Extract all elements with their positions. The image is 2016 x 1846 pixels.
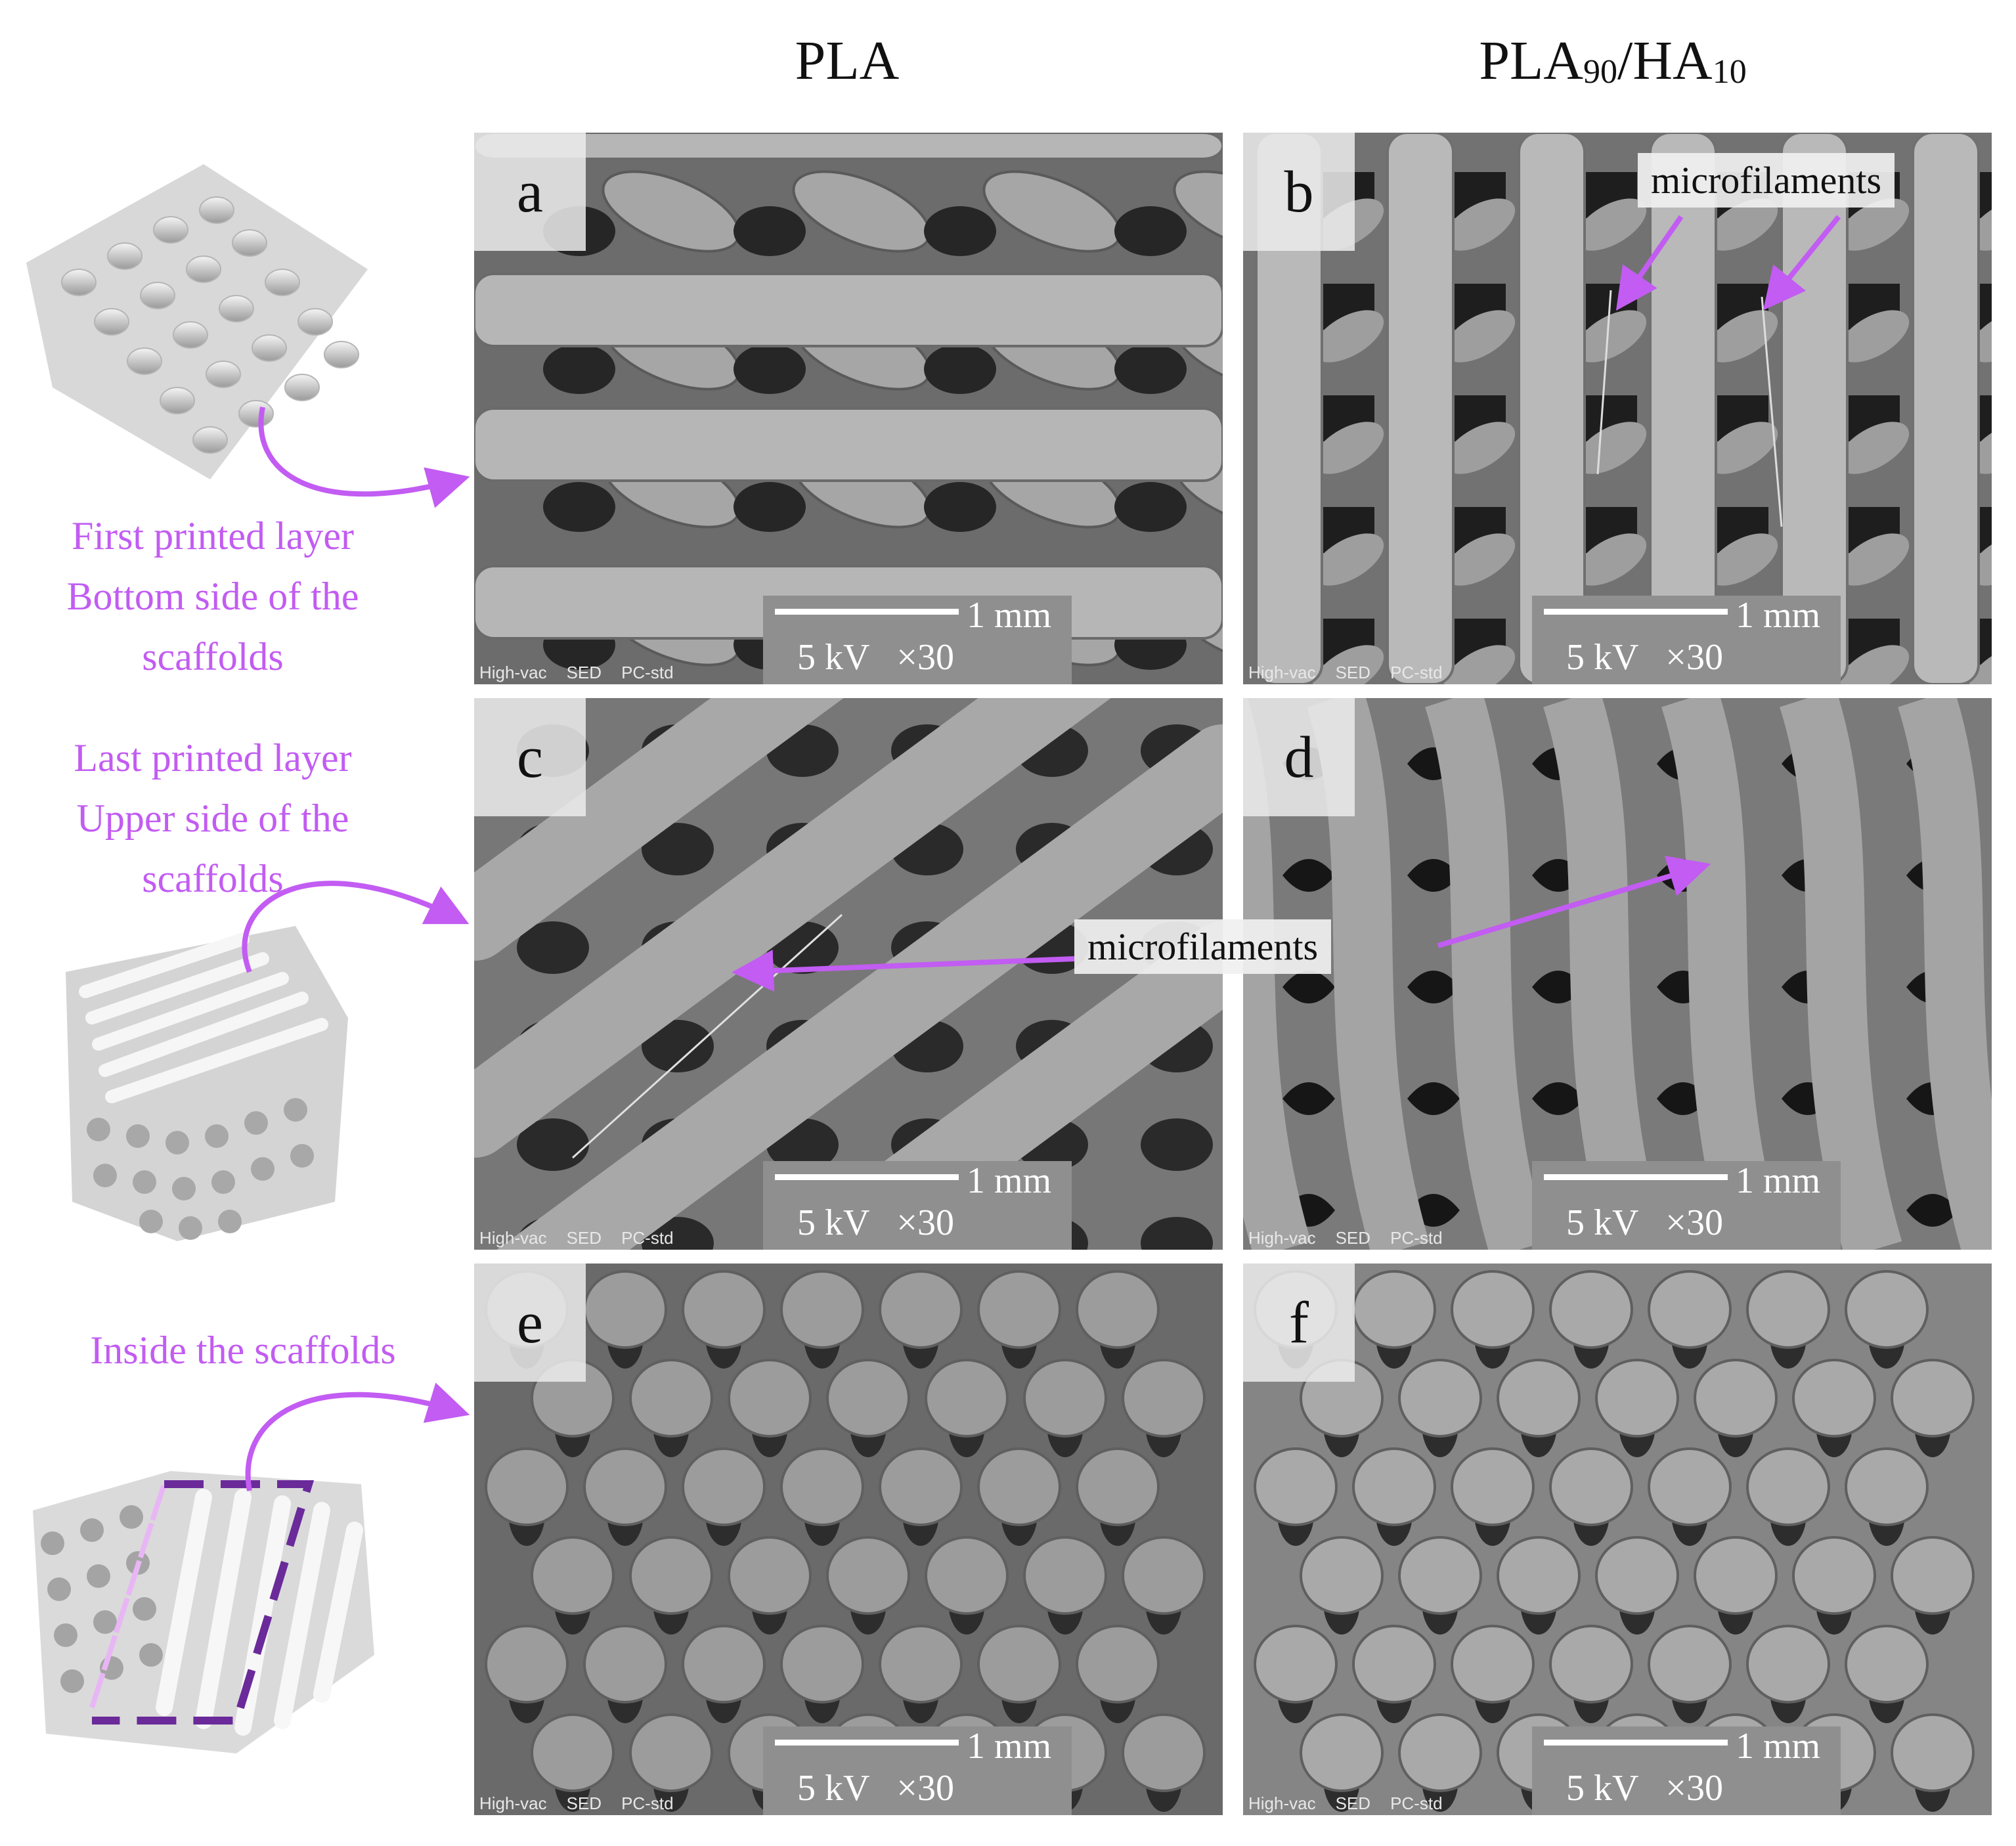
sem-meta-item: PC-std: [621, 1227, 674, 1248]
scale-bar-line: [775, 1740, 959, 1746]
sem-meta-item: PC-std: [621, 1793, 674, 1813]
sem-meta-item: High-vac: [1248, 662, 1316, 682]
scale-bar-line: [775, 1174, 959, 1180]
acceleration-magnification-label: 5 kV ×30: [797, 1202, 955, 1243]
scale-bar-label: 1 mm: [967, 1726, 1052, 1767]
sem-meta-item: PC-std: [621, 662, 674, 682]
sem-meta-item: High-vac: [479, 1793, 547, 1813]
scaffold-illustration-top: [66, 926, 348, 1241]
scale-bar-line: [775, 609, 959, 615]
scale-bar-label: 1 mm: [1736, 595, 1821, 636]
scaffold-illustration-bottom: [26, 164, 368, 479]
callout-microfilaments-top: microfilaments: [1638, 153, 1895, 208]
scale-bar-label: 1 mm: [967, 595, 1052, 636]
sem-meta-item: High-vac: [1248, 1227, 1316, 1248]
scale-bar-box: 1 mm 5 kV ×30: [763, 1726, 1072, 1815]
panel-letter-b: b: [1243, 133, 1355, 251]
acceleration-magnification-label: 5 kV ×30: [797, 1768, 955, 1809]
sem-meta-item: PC-std: [1390, 1227, 1443, 1248]
scale-bar-box: 1 mm 5 kV ×30: [1532, 1726, 1841, 1815]
sem-meta-item: SED: [566, 662, 602, 682]
acceleration-magnification-label: 5 kV ×30: [1566, 1202, 1724, 1243]
scale-bar-line: [1544, 1740, 1728, 1746]
panel-letter-e: e: [474, 1264, 586, 1382]
panel-letter-c: c: [474, 698, 586, 816]
sem-meta-text: High-vac SED PC-std: [1243, 1226, 1537, 1250]
panel-letter-a: a: [474, 133, 586, 251]
scaffold-illustration-inside: [33, 1471, 374, 1753]
sem-meta-text: High-vac SED PC-std: [474, 661, 768, 684]
scale-bar-label: 1 mm: [1736, 1160, 1821, 1201]
sem-meta-item: High-vac: [1248, 1793, 1316, 1813]
sem-meta-item: SED: [566, 1793, 602, 1813]
scale-bar-line: [1544, 609, 1728, 615]
sem-meta-item: SED: [1335, 1793, 1371, 1813]
sem-meta-item: High-vac: [479, 1227, 547, 1248]
scale-bar-label: 1 mm: [1736, 1726, 1821, 1767]
sem-meta-text: High-vac SED PC-std: [1243, 661, 1537, 684]
sem-meta-item: SED: [566, 1227, 602, 1248]
scale-bar-box: 1 mm 5 kV ×30: [763, 1160, 1072, 1250]
sem-meta-item: High-vac: [479, 662, 547, 682]
scale-bar-label: 1 mm: [967, 1160, 1052, 1201]
acceleration-magnification-label: 5 kV ×30: [1566, 1768, 1724, 1809]
scale-bar-box: 1 mm 5 kV ×30: [1532, 595, 1841, 684]
sem-meta-text: High-vac SED PC-std: [474, 1791, 768, 1815]
sem-meta-text: High-vac SED PC-std: [474, 1226, 768, 1250]
sem-meta-item: SED: [1335, 1227, 1371, 1248]
acceleration-magnification-label: 5 kV ×30: [797, 637, 955, 678]
sem-meta-item: PC-std: [1390, 662, 1443, 682]
column-heading-pla: PLA: [795, 30, 900, 91]
sem-meta-item: SED: [1335, 662, 1371, 682]
scale-bar-box: 1 mm 5 kV ×30: [1532, 1160, 1841, 1250]
panel-letter-f: f: [1243, 1264, 1355, 1382]
sem-meta-text: High-vac SED PC-std: [1243, 1791, 1537, 1815]
scale-bar-line: [1544, 1174, 1728, 1180]
sem-meta-item: PC-std: [1390, 1793, 1443, 1813]
sem-image-d: [1243, 698, 1992, 1250]
panel-letter-d: d: [1243, 698, 1355, 816]
column-heading-pla-ha: PLA90/HA10: [1479, 30, 1747, 91]
label-first-printed-layer: First printed layer Bottom side of the s…: [66, 514, 359, 678]
acceleration-magnification-label: 5 kV ×30: [1566, 637, 1724, 678]
label-inside-scaffolds: Inside the scaffolds: [90, 1329, 396, 1372]
scale-bar-box: 1 mm 5 kV ×30: [763, 595, 1072, 684]
label-last-printed-layer: Last printed layer Upper side of the sca…: [74, 736, 352, 900]
callout-microfilaments-middle: microfilaments: [1074, 919, 1332, 974]
